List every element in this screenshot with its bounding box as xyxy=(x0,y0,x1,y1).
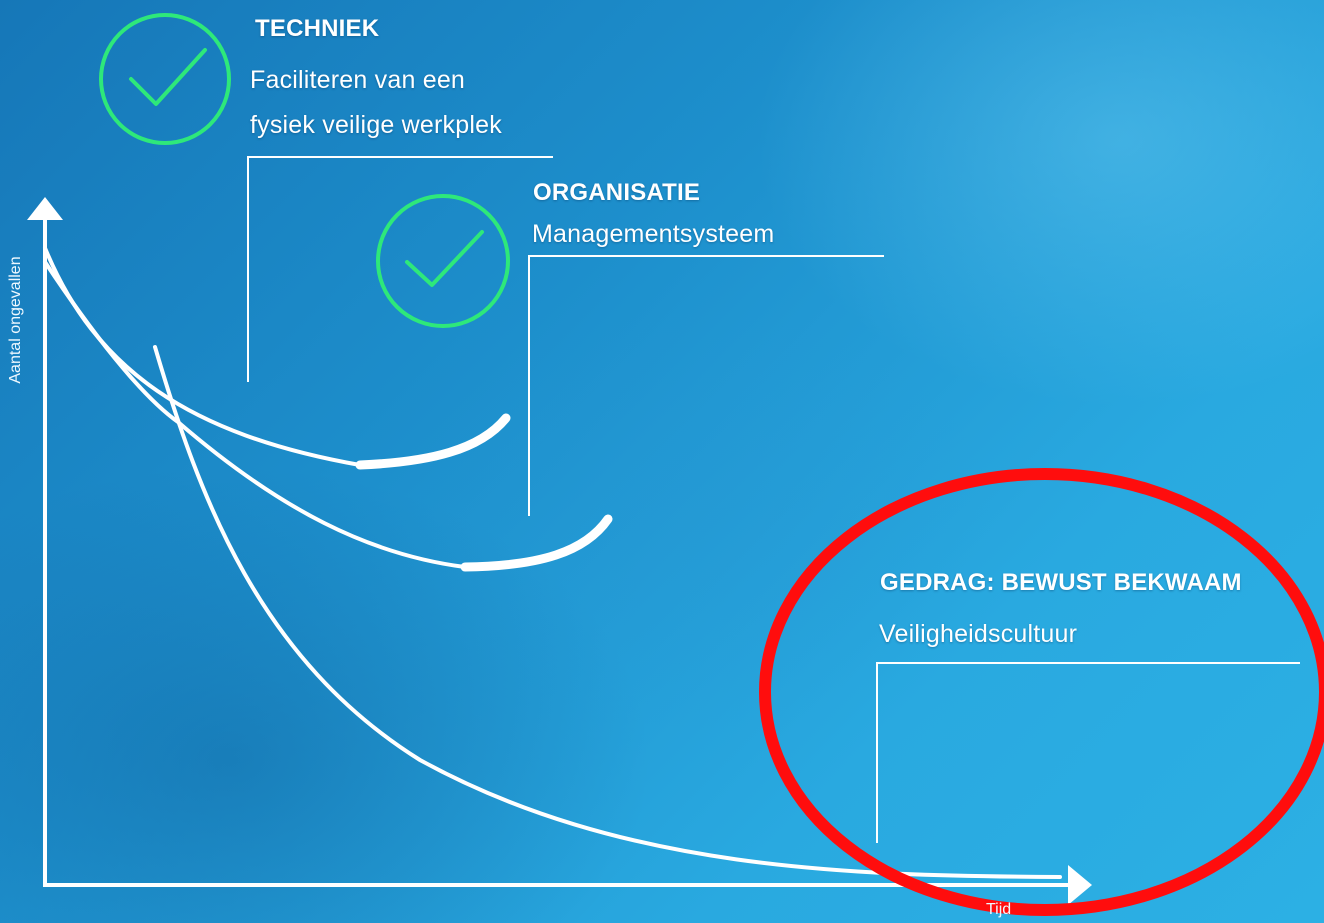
gedrag-curve xyxy=(153,345,1062,879)
organisatie-curve-end xyxy=(460,514,613,572)
highlight-ellipse xyxy=(759,468,1324,916)
y-axis-arrow-icon xyxy=(27,197,63,220)
organisatie-checkmark-circle-icon xyxy=(376,194,510,328)
techniek-checkmark-circle-icon xyxy=(99,13,231,145)
techniek-description-line: fysiek veilige werkplek xyxy=(250,111,502,139)
techniek-curve-end xyxy=(355,413,511,470)
organisatie-description: Managementsysteem xyxy=(532,212,774,257)
organisatie-curve xyxy=(43,260,467,569)
gedrag-description: Veiligheidscultuur xyxy=(879,612,1077,657)
techniek-description-line: Faciliteren van een xyxy=(250,66,466,94)
organisatie-heading: ORGANISATIE xyxy=(533,179,701,206)
organisatie-bracket-line xyxy=(528,255,884,516)
gedrag-heading: GEDRAG: BEWUST BEKWAAM xyxy=(880,569,1242,596)
x-axis-arrow-icon xyxy=(1068,865,1092,905)
techniek-heading: TECHNIEK xyxy=(255,15,380,42)
organisatie-description-line: Managementsysteem xyxy=(532,220,775,248)
techniek-curve xyxy=(43,246,362,467)
x-axis-label: Tijd xyxy=(986,901,1012,918)
gedrag-bracket-line xyxy=(876,662,1300,843)
techniek-description: Faciliteren van een fysiek veilige werkp… xyxy=(250,58,502,148)
gedrag-description-line: Veiligheidscultuur xyxy=(879,620,1078,648)
y-axis-label: Aantal ongevallen xyxy=(7,256,24,384)
techniek-bracket-line xyxy=(247,156,553,382)
